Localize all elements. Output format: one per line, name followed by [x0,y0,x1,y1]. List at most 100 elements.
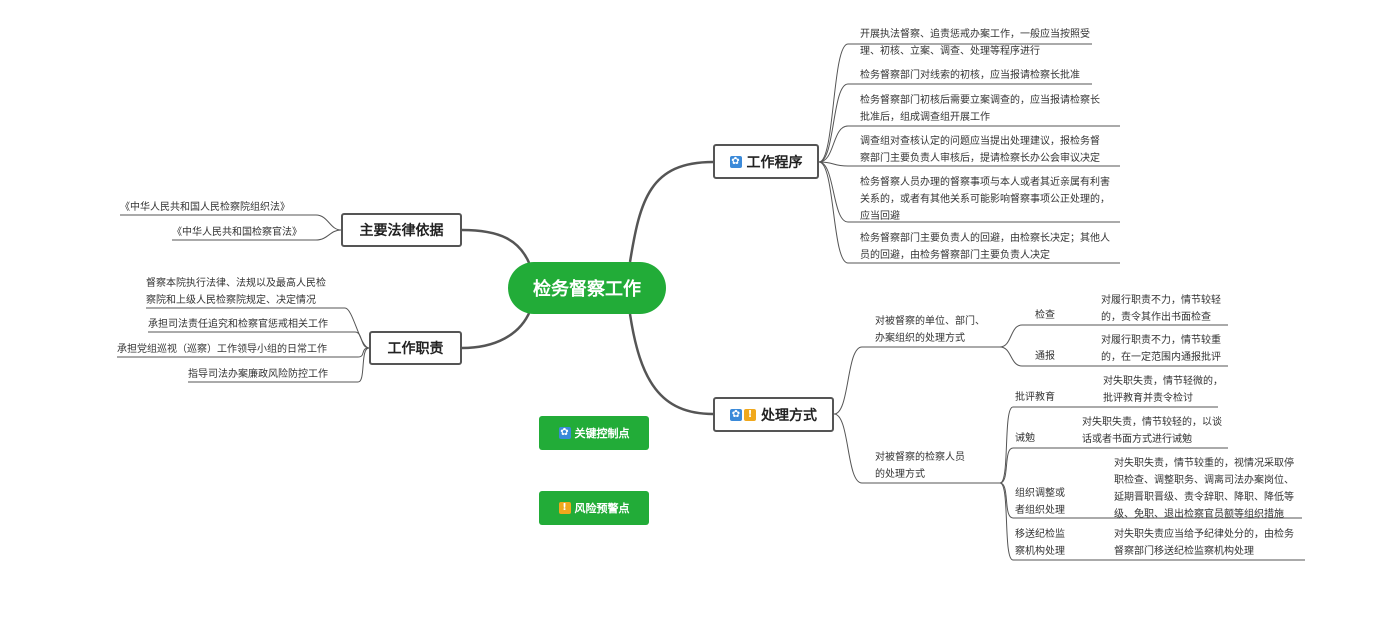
topic-handling-label: 处理方式 [761,407,817,424]
legal-basis-item[interactable]: 《中华人民共和国检察官法》 [172,227,302,238]
legend-key-control: ✿ 关键控制点 [539,416,649,450]
handling-method[interactable]: 通报 [1035,351,1055,362]
handling-method-desc-line: 延期晋职晋级、责令辞职、降职、降低等 [1114,492,1294,503]
link-handling-method-1-3 [999,482,1082,561]
link-handling-method-1-0 [999,406,1082,484]
handling-method-desc-line: 督察部门移送纪检监察机构处理 [1114,546,1254,557]
duties-item[interactable]: 承担党组巡视（巡察）工作领导小组的日常工作 [117,344,327,355]
link-procedure-item-1 [818,83,1092,163]
link-center-handling [628,313,714,416]
topic-handling[interactable]: ✿ ! 处理方式 [713,397,834,432]
link-legal-basis-item-1 [172,229,342,241]
handling-method-desc[interactable]: 对失职失责，情节轻微的， 批评教育并责令检讨 [1103,373,1223,407]
duties-item-line: 督察本院执行法律、法规以及最高人民检 [146,278,326,289]
link-handling-method-1-2 [999,482,1082,519]
handling-group-label-line: 对被督察的检察人员 [875,452,965,463]
handling-method[interactable]: 组织调整或 者组织处理 [1015,485,1065,519]
handling-method[interactable]: 移送纪检监 察机构处理 [1015,526,1065,560]
procedure-item[interactable]: 调查组对查核认定的问题应当提出处理建议，报检务督 察部门主要负责人审核后，提请检… [860,133,1100,167]
link-center-procedure [628,160,714,263]
handling-method-desc[interactable]: 对履行职责不力，情节较重 的，在一定范围内通报批评 [1101,332,1221,366]
link-duties-item-0 [146,307,370,349]
link-handling-method-1-1 [999,447,1082,484]
link-handling-group-1 [833,413,1000,484]
handling-method-desc-line: 职检查、调整职务、调离司法办案岗位、 [1114,475,1294,486]
handling-method-desc-line: 对失职失责应当给予纪律处分的，由检务 [1114,529,1294,540]
gear-icon: ✿ [558,427,571,439]
link-center-duties [461,310,532,350]
topic-duties[interactable]: 工作职责 [369,331,462,365]
handling-method-desc-line: 级、免职、退出检察官员额等组织措施 [1114,509,1284,520]
duties-item[interactable]: 指导司法办案廉政风险防控工作 [188,369,328,380]
procedure-item-line: 员的回避，由检务督察部门主要负责人决定 [860,250,1050,261]
link-procedure-item-4 [818,161,1120,223]
duties-item[interactable]: 督察本院执行法律、法规以及最高人民检 察院和上级人民检察院规定、决定情况 [146,275,326,309]
link-procedure-item-3 [818,161,1120,167]
link-handling-method-0-1 [999,346,1082,367]
topic-procedure-label: 工作程序 [746,154,803,171]
procedure-item[interactable]: 检务督察部门对线索的初核，应当报请检察长批准 [860,70,1080,81]
topic-legal-basis[interactable]: 主要法律依据 [341,213,462,247]
procedure-item-line: 察部门主要负责人审核后，提请检察长办公会审议决定 [860,153,1100,164]
handling-method[interactable]: 检查 [1035,310,1055,321]
procedure-item-line: 检务督察部门初核后需要立案调查的，应当报请检察长 [860,95,1100,106]
duties-item[interactable]: 承担司法责任追究和检察官惩戒相关工作 [148,319,328,330]
warning-icon: ! [744,408,756,421]
link-handling-method-0-0 [999,324,1082,348]
legend-risk-warning-label: 风险预警点 [574,502,630,515]
handling-method-desc-line: 对失职失责，情节较重的，视情况采取停 [1114,458,1294,469]
link-duties-item-1 [148,331,370,349]
handling-method-desc-line: 话或者书面方式进行诫勉 [1082,434,1192,445]
warning-icon: ! [558,502,571,514]
procedure-item[interactable]: 检务督察人员办理的督察事项与本人或者其近亲属有利害 关系的，或者有其他关系可能影… [860,174,1110,225]
procedure-item[interactable]: 检务督察部门初核后需要立案调查的，应当报请检察长 批准后，组成调查组开展工作 [860,92,1100,126]
handling-group-label-line: 的处理方式 [875,469,925,480]
handling-method-line: 察机构处理 [1015,546,1065,557]
topic-legal-basis-label: 主要法律依据 [359,223,444,239]
procedure-item-line: 调查组对查核认定的问题应当提出处理建议，报检务督 [860,136,1100,147]
handling-method-line: 移送纪检监 [1015,529,1065,540]
procedure-item[interactable]: 开展执法督察、追责惩戒办案工作，一般应当按照受 理、初核、立案、调查、处理等程序… [860,26,1090,60]
procedure-item-line: 关系的，或者有其他关系可能影响督察事项公正处理的， [860,194,1110,205]
gear-icon: ✿ [729,155,742,168]
handling-method[interactable]: 诫勉 [1015,433,1035,444]
link-handling-group-0 [833,346,1000,415]
handling-method-desc-line: 对履行职责不力，情节较重 [1101,335,1221,346]
link-procedure-item-0 [818,43,1092,163]
link-center-legal-basis [461,228,532,266]
handling-method-desc-line: 的，在一定范围内通报批评 [1101,352,1221,363]
handling-group-label[interactable]: 对被督察的检察人员 的处理方式 [875,449,965,483]
duties-item-line: 察院和上级人民检察院规定、决定情况 [146,295,316,306]
legend-risk-warning: ! 风险预警点 [539,491,649,525]
procedure-item-line: 理、初核、立案、调查、处理等程序进行 [860,46,1040,57]
handling-group-label[interactable]: 对被督察的单位、部门、 办案组织的处理方式 [875,313,985,347]
handling-method-desc-line: 对失职失责，情节轻微的， [1103,376,1223,387]
handling-method-desc[interactable]: 对履行职责不力，情节较轻 的，责令其作出书面检查 [1101,292,1221,326]
procedure-item-line: 检务督察部门主要负责人的回避，由检察长决定；其他人 [860,233,1110,244]
handling-group-label-line: 对被督察的单位、部门、 [875,316,985,327]
handling-method-desc[interactable]: 对失职失责应当给予纪律处分的，由检务 督察部门移送纪检监察机构处理 [1114,526,1294,560]
procedure-item[interactable]: 检务督察部门主要负责人的回避，由检察长决定；其他人 员的回避，由检务督察部门主要… [860,230,1110,264]
handling-method[interactable]: 批评教育 [1015,392,1055,403]
legend-key-control-label: 关键控制点 [574,427,630,440]
topic-procedure[interactable]: ✿ 工作程序 [713,144,819,179]
handling-method-desc-line: 批评教育并责令检讨 [1103,393,1193,404]
handling-method-desc-line: 的，责令其作出书面检查 [1101,312,1211,323]
handling-method-desc[interactable]: 对失职失责，情节较轻的，以谈 话或者书面方式进行诫勉 [1082,414,1222,448]
link-legal-basis-item-0 [120,214,342,231]
link-procedure-item-2 [818,125,1120,163]
handling-group-label-line: 办案组织的处理方式 [875,333,965,344]
link-procedure-item-5 [818,161,1120,264]
legal-basis-item[interactable]: 《中华人民共和国人民检察院组织法》 [120,202,290,213]
handling-method-line: 者组织处理 [1015,505,1065,516]
handling-method-desc[interactable]: 对失职失责，情节较重的，视情况采取停 职检查、调整职务、调离司法办案岗位、 延期… [1114,455,1294,523]
procedure-item-line: 应当回避 [860,211,900,222]
link-duties-item-3 [188,347,370,383]
handling-method-desc-line: 对失职失责，情节较轻的，以谈 [1082,417,1222,428]
procedure-item-line: 批准后，组成调查组开展工作 [860,112,990,123]
gear-icon: ✿ [730,408,742,421]
procedure-item-line: 检务督察人员办理的督察事项与本人或者其近亲属有利害 [860,177,1110,188]
handling-method-line: 组织调整或 [1015,488,1065,499]
central-topic[interactable]: 检务督察工作 [508,262,666,314]
